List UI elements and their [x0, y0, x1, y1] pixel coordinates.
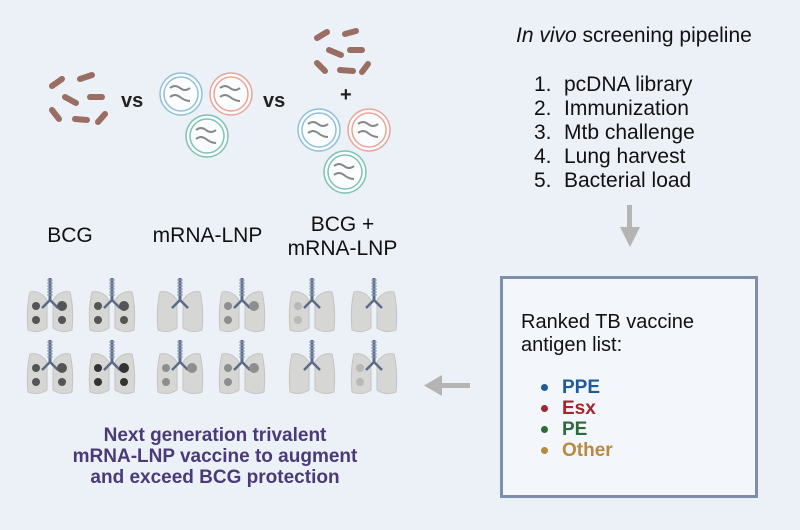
- bullet-icon: [541, 405, 548, 412]
- bacteria-plus-lnp-icon: [297, 108, 391, 194]
- pipeline-title-rest: screening pipeline: [576, 24, 752, 47]
- lung-icon: [288, 278, 336, 333]
- lung-icon: [156, 278, 204, 333]
- conclusion-text: Next generation trivalent mRNA-LNP vacci…: [72, 425, 358, 488]
- antigen-item-esx: Esx: [541, 398, 613, 419]
- antigen-legend: PPE Esx PE Other: [541, 377, 613, 461]
- bullet-icon: [541, 447, 548, 454]
- arrow-down-icon: [620, 205, 640, 247]
- plus-separator: +: [340, 84, 352, 106]
- lung-icon: [156, 340, 204, 395]
- vs-separator-1: vs: [121, 90, 144, 112]
- bullet-icon: [541, 426, 548, 433]
- lung-icon: [218, 278, 266, 333]
- pipeline-step: 5.Bacterial load: [534, 169, 692, 192]
- pipeline-step: 4.Lung harvest: [534, 145, 686, 168]
- antigen-item-pe: PE: [541, 419, 613, 440]
- lung-icon: [88, 340, 136, 395]
- group-label-mrna-lnp: mRNA-LNP: [152, 224, 263, 247]
- bacteria-icon-2: [314, 28, 371, 75]
- pipeline-step: 2.Immunization: [534, 97, 689, 120]
- lnp-icon: [159, 72, 253, 158]
- lung-grid: [20, 278, 410, 398]
- lung-icon: [288, 340, 336, 395]
- pipeline-steps: 1.pcDNA library 2.Immunization 3.Mtb cha…: [534, 73, 695, 193]
- arrow-left-icon: [424, 375, 470, 396]
- pipeline-title-italic: In vivo: [516, 24, 577, 47]
- bacteria-icon: [49, 72, 108, 125]
- lung-icon: [350, 340, 398, 395]
- antigen-list-box: Ranked TB vaccine antigen list: PPE Esx …: [500, 276, 758, 498]
- pipeline-title: In vivo screening pipeline: [516, 24, 752, 48]
- group-label-combo: BCG + mRNA-LNP: [280, 213, 405, 261]
- group-label-bcg: BCG: [47, 224, 93, 247]
- pipeline-step: 1.pcDNA library: [534, 73, 693, 96]
- group-label-combo-line2: mRNA-LNP: [287, 237, 398, 260]
- lung-icon: [218, 340, 266, 395]
- bullet-icon: [541, 384, 548, 391]
- antigen-list-title: Ranked TB vaccine antigen list:: [521, 311, 695, 356]
- lung-icon: [26, 278, 74, 333]
- vs-separator-2: vs: [263, 90, 286, 112]
- lung-icon: [350, 278, 398, 333]
- group-label-combo-line1: BCG +: [310, 213, 375, 236]
- pipeline-step: 3.Mtb challenge: [534, 121, 695, 144]
- lung-icon: [26, 340, 74, 395]
- antigen-item-ppe: PPE: [541, 377, 613, 398]
- antigen-item-other: Other: [541, 440, 613, 461]
- lung-icon: [88, 278, 136, 333]
